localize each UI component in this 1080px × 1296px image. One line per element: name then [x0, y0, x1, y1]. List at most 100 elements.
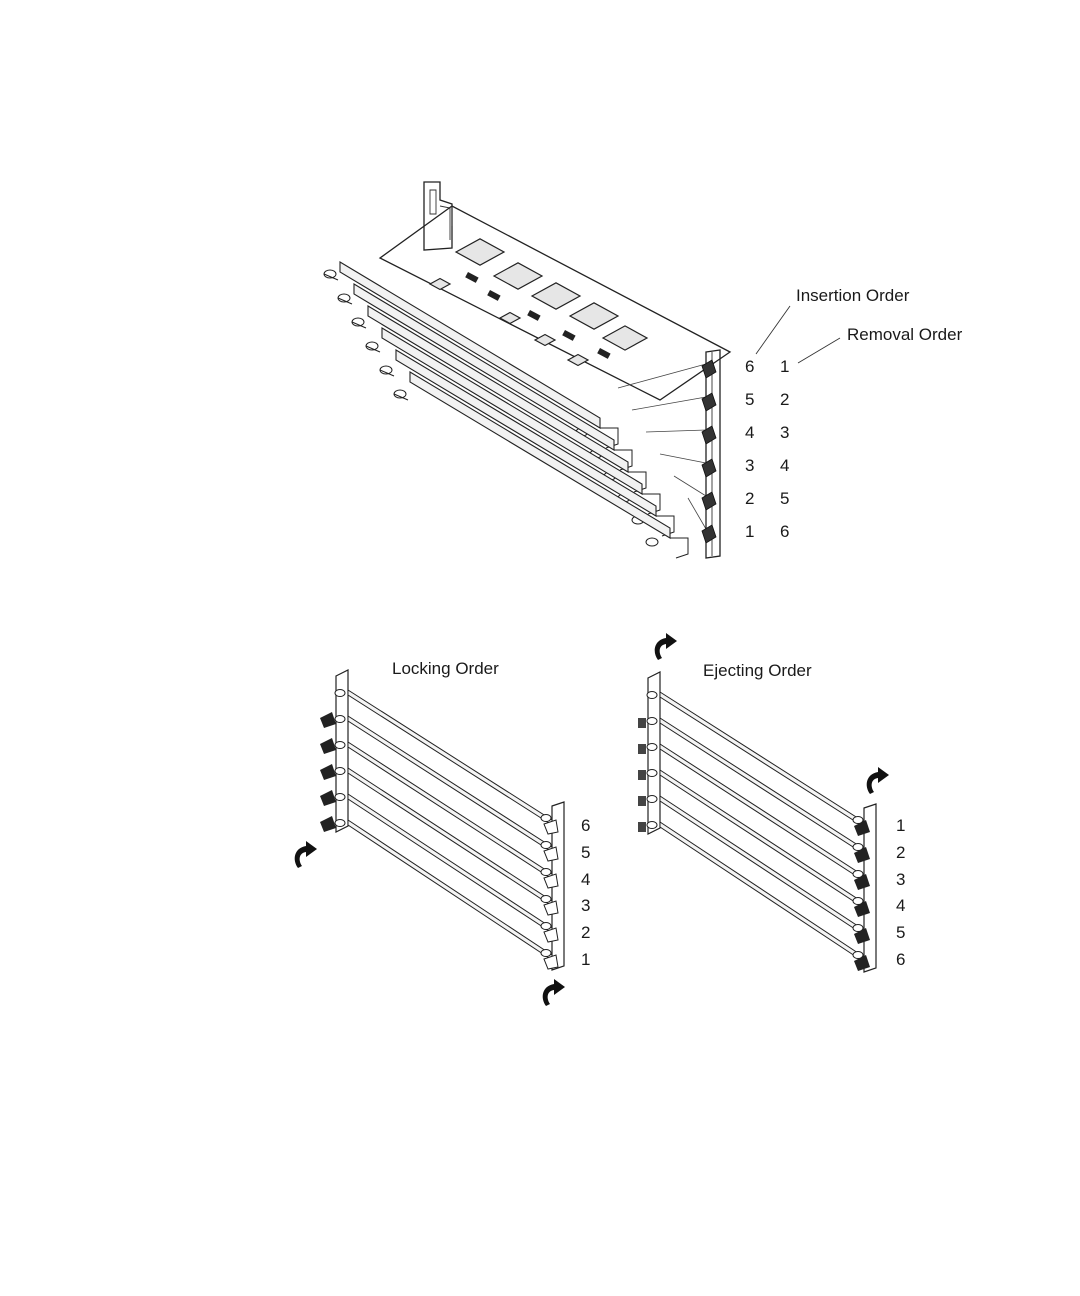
card-connector-icon: [702, 459, 716, 477]
ejecting-number: 6: [896, 950, 905, 969]
removal-number: 3: [780, 423, 789, 442]
card-rail: [348, 820, 552, 960]
card-connector-icon: [320, 764, 336, 780]
removal-leader-line: [798, 338, 840, 363]
insertion-number: 4: [745, 423, 754, 442]
card-peg: [335, 690, 345, 697]
card-bracket: [670, 538, 688, 558]
card-edge: [674, 476, 706, 496]
component-icon: [487, 290, 500, 301]
locking-number: 2: [581, 923, 590, 942]
card-rail: [368, 306, 628, 472]
card-peg: [335, 820, 345, 827]
card-rail: [348, 690, 552, 825]
insertion-number: 5: [745, 390, 754, 409]
card-rail-group: [324, 262, 706, 558]
chip-icon: [570, 303, 618, 329]
insertion-number: 3: [745, 456, 754, 475]
card-peg: [646, 538, 658, 546]
card-edge: [632, 397, 706, 410]
card-connector-icon: [544, 955, 558, 969]
card-rail: [348, 742, 552, 879]
card-rail: [660, 744, 864, 881]
insertion-number-column: 6 5 4 3 2 1: [745, 357, 754, 541]
card-peg: [647, 822, 657, 829]
card-rail: [660, 692, 864, 827]
card-rail: [348, 716, 552, 852]
chip-icon: [568, 355, 588, 366]
card-connector-icon: [702, 525, 716, 543]
curved-arrow-icon: [867, 767, 889, 794]
card-peg: [647, 744, 657, 751]
card-connector-icon: [702, 426, 716, 444]
component-icon: [562, 330, 575, 341]
insertion-number: 1: [745, 522, 754, 541]
removal-order-label: Removal Order: [847, 325, 963, 344]
chip-icon: [500, 313, 520, 324]
card-rail: [348, 794, 552, 933]
card-connector-icon: [544, 901, 558, 915]
chip-icon: [494, 263, 542, 289]
card-connector-icon: [544, 928, 558, 942]
chip-icon: [430, 279, 450, 290]
card-connector-icon: [544, 874, 558, 888]
ejecting-number: 2: [896, 843, 905, 862]
insertion-order-label: Insertion Order: [796, 286, 910, 305]
card-connector-icon: [638, 718, 646, 728]
card-connector-icon: [544, 847, 558, 861]
card-rail: [660, 718, 864, 854]
locking-number: 4: [581, 870, 590, 889]
removal-number: 4: [780, 456, 789, 475]
card-cage-illustration: Insertion Order Removal Order 6 5 4 3 2 …: [324, 182, 963, 558]
card-peg: [335, 716, 345, 723]
removal-number: 2: [780, 390, 789, 409]
ejecting-number: 1: [896, 816, 905, 835]
card-connector-icon: [320, 738, 336, 754]
removal-number-column: 1 2 3 4 5 6: [780, 357, 789, 541]
removal-number: 1: [780, 357, 789, 376]
card-rail: [660, 796, 864, 935]
insertion-leader-line: [756, 306, 790, 354]
curved-arrow-icon: [295, 841, 317, 868]
card-connector-icon: [702, 393, 716, 411]
insertion-number: 2: [745, 489, 754, 508]
locking-order-title: Locking Order: [392, 659, 499, 678]
ejecting-number: 5: [896, 923, 905, 942]
removal-number: 5: [780, 489, 789, 508]
card-connector-icon: [638, 744, 646, 754]
chip-icon: [603, 326, 647, 350]
ejecting-number: 4: [896, 896, 905, 915]
ejecting-number: 3: [896, 870, 905, 889]
card-connector-icon: [320, 712, 336, 728]
card-peg: [541, 896, 551, 903]
ejecting-number-column: 1 2 3 4 5 6: [896, 816, 905, 969]
chip-group: [430, 239, 647, 366]
card-peg: [647, 718, 657, 725]
chip-icon: [456, 239, 504, 265]
card-edge: [618, 364, 706, 388]
insertion-number: 6: [745, 357, 754, 376]
card-edge: [660, 454, 706, 463]
ejecting-order-title: Ejecting Order: [703, 661, 812, 680]
component-icon: [527, 310, 540, 321]
locking-number: 1: [581, 950, 590, 969]
locking-order-illustration: Locking Order 6 5 4 3 2 1: [295, 659, 591, 1006]
locking-number: 6: [581, 816, 590, 835]
locking-number: 5: [581, 843, 590, 862]
card-peg: [335, 768, 345, 775]
curved-arrow-icon: [543, 979, 565, 1006]
locking-rail-frame: [320, 670, 564, 970]
card-connector-icon: [320, 816, 336, 832]
locking-number: 3: [581, 896, 590, 915]
component-icon: [597, 348, 610, 359]
card-rail: [348, 768, 552, 906]
card-connector-icon: [638, 822, 646, 832]
card-peg: [335, 794, 345, 801]
card-peg: [541, 815, 551, 822]
card-peg: [647, 770, 657, 777]
card-connector-icon: [320, 790, 336, 806]
component-icon: [465, 272, 478, 283]
removal-number: 6: [780, 522, 789, 541]
chip-icon: [532, 283, 580, 309]
ejecting-rail-frame: [638, 672, 876, 972]
